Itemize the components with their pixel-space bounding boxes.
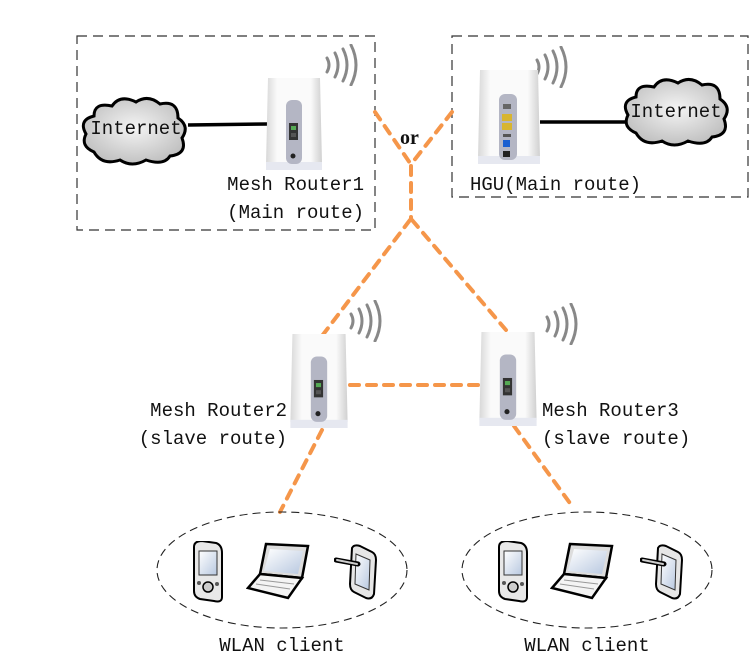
tablet-icon <box>642 545 682 598</box>
hgu-router-icon <box>478 70 540 164</box>
link-hgu-junction <box>410 110 454 165</box>
internet-label: Internet <box>630 101 721 123</box>
pda-icon <box>193 541 223 603</box>
wlan-client-label: WLAN client <box>524 635 649 657</box>
mesh-router-3-role: (slave route) <box>542 428 690 450</box>
pda-icon <box>498 541 528 603</box>
wired-link-1 <box>187 122 269 127</box>
main-route-option-1-box <box>76 35 376 231</box>
mesh-router-1-icon <box>266 78 322 170</box>
wifi-signal-icon <box>545 303 578 345</box>
mesh-router-2-icon <box>290 334 348 428</box>
link-main-router3 <box>410 218 508 332</box>
wifi-signal-icon <box>325 44 358 86</box>
wifi-signal-icon <box>535 46 568 88</box>
wifi-signal-icon <box>349 300 382 342</box>
link-router1-junction <box>373 110 412 165</box>
mesh-router-1-name: Mesh Router1 <box>227 174 364 196</box>
internet-label: Internet <box>90 118 181 140</box>
laptop-icon <box>550 542 614 600</box>
wireless-links <box>278 110 574 514</box>
hgu-label: HGU(Main route) <box>470 174 641 196</box>
link-main-router2 <box>320 218 412 338</box>
client-group-boundary <box>461 511 713 629</box>
client-group-1: WLAN client <box>156 511 408 657</box>
wlan-client-label: WLAN client <box>219 635 344 657</box>
mesh-router-3-icon <box>479 332 537 426</box>
tablet-icon <box>336 545 376 598</box>
link-router3-clients <box>512 424 574 508</box>
main-route-option-2-box <box>451 35 749 198</box>
link-router2-clients <box>278 428 324 514</box>
mesh-router-2-role: (slave route) <box>139 428 287 450</box>
client-group-boundary <box>156 511 408 629</box>
mesh-router-1-role: (Main route) <box>227 202 364 224</box>
laptop-icon <box>246 542 310 600</box>
mesh-router-3-name: Mesh Router3 <box>542 400 679 422</box>
mesh-router-2-name: Mesh Router2 <box>150 400 287 422</box>
or-label: or <box>400 127 419 149</box>
client-group-2: WLAN client <box>461 511 713 657</box>
